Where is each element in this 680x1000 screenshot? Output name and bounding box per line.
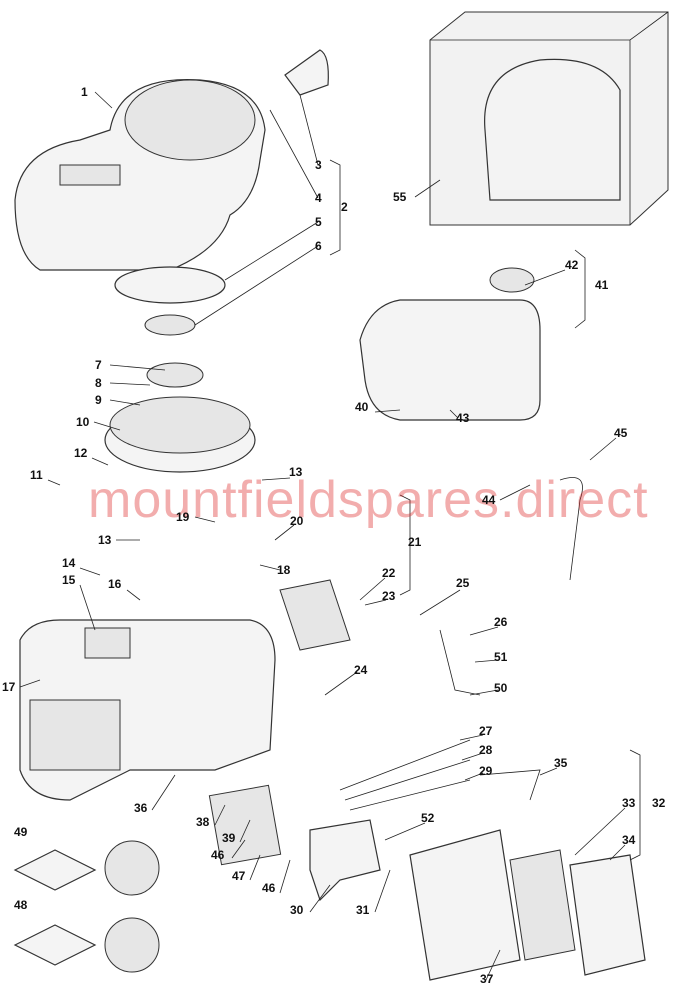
starter-cup xyxy=(144,314,196,336)
callout-47: 47 xyxy=(232,869,246,883)
callout-31: 31 xyxy=(356,903,370,917)
callout-40: 40 xyxy=(355,400,369,414)
callout-12: 12 xyxy=(74,446,88,460)
callout-10: 10 xyxy=(76,415,90,429)
callout-17: 17 xyxy=(2,680,16,694)
callout-16: 16 xyxy=(108,577,122,591)
starter-handle xyxy=(284,49,329,96)
callout-19: 19 xyxy=(176,510,190,524)
callout-42: 42 xyxy=(565,258,579,272)
watermark: mountfieldspares.direct xyxy=(88,471,649,529)
engine-block xyxy=(19,619,276,801)
callout-8: 8 xyxy=(95,376,102,390)
callout-48: 48 xyxy=(14,898,28,912)
air-filter-assembly xyxy=(409,769,646,981)
callout-1: 1 xyxy=(81,85,88,99)
callout-49: 49 xyxy=(14,825,28,839)
callout-13-upper: 13 xyxy=(289,465,303,479)
callout-20: 20 xyxy=(290,514,304,528)
governor-lever xyxy=(439,629,481,696)
callout-46-lower: 46 xyxy=(262,881,276,895)
callout-52: 52 xyxy=(421,811,435,825)
callout-50: 50 xyxy=(494,681,508,695)
callout-3: 3 xyxy=(315,158,322,172)
callout-38: 38 xyxy=(196,815,210,829)
callout-23: 23 xyxy=(382,589,396,603)
gasket-kit-49 xyxy=(13,840,160,896)
callout-45: 45 xyxy=(614,426,628,440)
callout-21: 21 xyxy=(408,535,422,549)
callout-6: 6 xyxy=(315,239,322,253)
callout-25: 25 xyxy=(456,576,470,590)
callout-4: 4 xyxy=(315,191,322,205)
callout-18: 18 xyxy=(277,563,291,577)
callout-36: 36 xyxy=(134,801,148,815)
carburetor xyxy=(208,784,381,902)
callout-55: 55 xyxy=(393,190,407,204)
callout-13-lower: 13 xyxy=(98,533,112,547)
callout-26: 26 xyxy=(494,615,508,629)
callout-43: 43 xyxy=(456,411,470,425)
callout-30: 30 xyxy=(290,903,304,917)
starter-pulley xyxy=(114,266,226,304)
callout-27: 27 xyxy=(479,724,493,738)
callout-39: 39 xyxy=(222,831,236,845)
callout-11: 11 xyxy=(30,468,43,482)
callout-2: 2 xyxy=(341,200,348,214)
callout-14: 14 xyxy=(62,556,76,570)
callout-32: 32 xyxy=(652,796,666,810)
throttle-links xyxy=(339,739,471,811)
recoil-starter-housing xyxy=(14,78,266,271)
callout-15: 15 xyxy=(62,573,76,587)
callout-44: 44 xyxy=(482,493,496,507)
callout-37: 37 xyxy=(480,972,494,986)
callout-28: 28 xyxy=(479,743,493,757)
governor-bracket xyxy=(279,579,351,651)
callout-33: 33 xyxy=(622,796,636,810)
callout-46-upper: 46 xyxy=(211,848,225,862)
fuel-hose xyxy=(559,477,583,581)
callout-41: 41 xyxy=(595,278,609,292)
flywheel xyxy=(104,362,256,473)
callout-35: 35 xyxy=(554,756,568,770)
callout-24: 24 xyxy=(354,663,368,677)
fuel-tank xyxy=(359,267,541,421)
callout-29: 29 xyxy=(479,764,493,778)
callout-7: 7 xyxy=(95,358,102,372)
gasket-kit-48 xyxy=(13,917,160,973)
callout-34: 34 xyxy=(622,833,636,847)
callout-9: 9 xyxy=(95,393,102,407)
callout-5: 5 xyxy=(315,215,322,229)
callout-22: 22 xyxy=(382,566,396,580)
leader-lines xyxy=(19,91,641,981)
callout-51: 51 xyxy=(494,650,508,664)
engine-assembly-box xyxy=(429,11,669,226)
